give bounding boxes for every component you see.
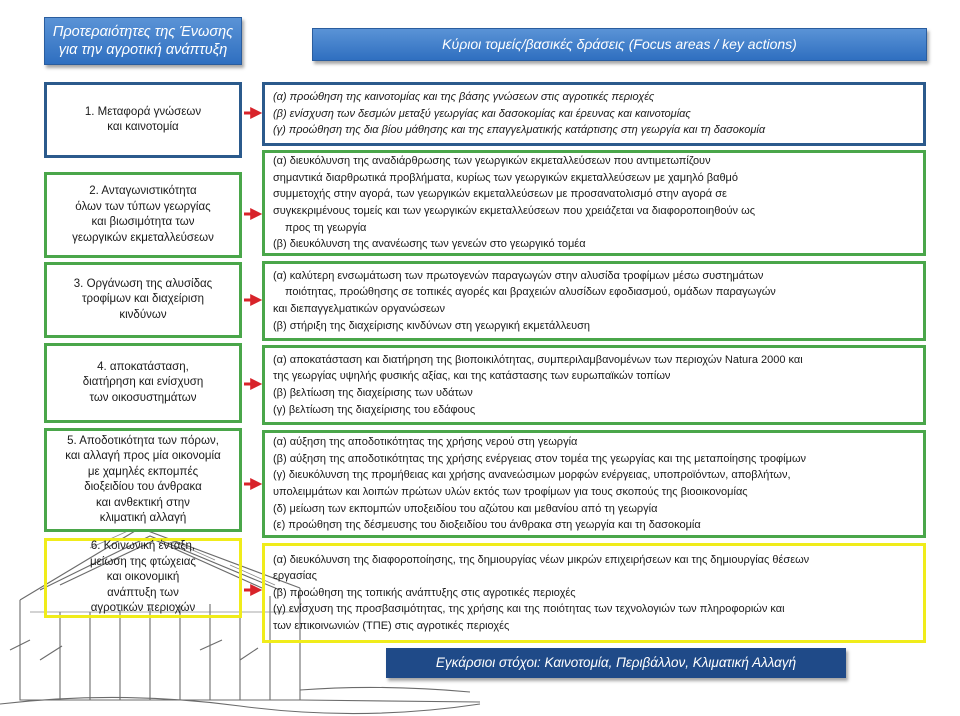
priority-6-line: ανάπτυξη των (90, 586, 196, 602)
priorities-header-line1: Προτεραιότητες της Ένωσης (45, 23, 241, 41)
focus-area-1-line: (β) ενίσχυση των δεσμών μεταξύ γεωργίας … (273, 106, 915, 123)
priority-4-line: διατήρηση και ενίσχυση (83, 375, 204, 391)
priority-4-line: 4. αποκατάσταση, (83, 360, 204, 376)
focus-area-3-line: (α) καλύτερη ενσωμάτωση των πρωτογενών π… (273, 268, 915, 285)
priority-5-line: κλιματική αλλαγή (65, 511, 221, 527)
focus-area-6-line: (γ) ενίσχυση της προσβασιμότητας, της χρ… (273, 601, 915, 618)
focus-areas-header-title: Κύριοι τομείς/βασικές δράσεις (Focus are… (442, 36, 797, 52)
priority-5-line: με χαμηλές εκπομπές (65, 465, 221, 481)
focus-area-6-line: εργασίας (273, 568, 915, 585)
focus-area-1-line: (γ) προώθηση της δια βίου μάθησης και τη… (273, 122, 915, 139)
focus-area-4-line: (α) αποκατάσταση και διατήρηση της βιοπο… (273, 352, 915, 369)
focus-area-4-line: της γεωργίας υψηλής φυσικής αξίας, και τ… (273, 368, 915, 385)
banner-text: Εγκάρσιοι στόχοι: Καινοτομία, Περιβάλλον… (436, 655, 796, 670)
focus-area-6-line: (β) προώθηση της τοπικής ανάπτυξης στις … (273, 585, 915, 602)
priority-3-line: τροφίμων και διαχείριση (74, 292, 212, 308)
priority-5-line: και ανθεκτική στην (65, 496, 221, 512)
focus-area-box-4: (α) αποκατάσταση και διατήρηση της βιοπο… (262, 345, 926, 425)
priority-2-line: όλων των τύπων γεωργίας (72, 200, 214, 216)
priority-box-2: 2. Ανταγωνιστικότητα όλων των τύπων γεωρ… (44, 172, 242, 258)
priorities-header-line2: για την αγροτική ανάπτυξη (45, 41, 241, 59)
cross-cutting-objectives-banner: Εγκάρσιοι στόχοι: Καινοτομία, Περιβάλλον… (386, 648, 846, 678)
focus-area-5-line: υπολειμμάτων και λοιπών πρώτων υλών εκτό… (273, 484, 915, 501)
priority-2-line: και βιωσιμότητα των (72, 215, 214, 231)
focus-area-4-line: (β) βελτίωση της διαχείρισης των υδάτων (273, 385, 915, 402)
focus-area-box-3: (α) καλύτερη ενσωμάτωση των πρωτογενών π… (262, 261, 926, 341)
focus-area-3-line: ποιότητας, προώθησης σε τοπικές αγορές κ… (273, 284, 915, 301)
focus-area-2-line: (β) διευκόλυνση της ανανέωσης των γενεών… (273, 236, 915, 253)
priority-6-line: και οικονομική (90, 570, 196, 586)
focus-area-6-line: των επικοινωνιών (ΤΠΕ) στις αγροτικές πε… (273, 618, 915, 635)
focus-area-2-line: συγκεκριμένους τομείς και των γεωργικών … (273, 203, 915, 220)
focus-areas-header: Κύριοι τομείς/βασικές δράσεις (Focus are… (312, 28, 927, 61)
focus-area-6-line: (α) διευκόλυνση της διαφοροποίησης, της … (273, 552, 915, 569)
priority-1-line: 1. Μεταφορά γνώσεων (85, 105, 201, 121)
focus-area-4-line: (γ) βελτίωση της διαχείρισης του εδάφους (273, 402, 915, 419)
focus-area-1-line: (α) προώθηση της καινοτομίας και της βάσ… (273, 89, 915, 106)
focus-area-2-line: (α) διευκόλυνση της αναδιάρθρωσης των γε… (273, 153, 915, 170)
priority-5-line: διοξειδίου του άνθρακα (65, 480, 221, 496)
focus-area-3-line: και διεπαγγελματικών οργανώσεων (273, 301, 915, 318)
focus-area-box-1: (α) προώθηση της καινοτομίας και της βάσ… (262, 82, 926, 146)
focus-area-5-line: (ε) προώθηση της δέσμευσης του διοξειδίο… (273, 517, 915, 534)
focus-area-2-line: συμμετοχής στην αγορά, των γεωργικών εκμ… (273, 186, 915, 203)
focus-area-5-line: (α) αύξηση της αποδοτικότητας της χρήσης… (273, 434, 915, 451)
focus-area-2-line: προς τη γεωργία (273, 220, 915, 237)
priority-3-line: κινδύνων (74, 308, 212, 324)
priority-6-line: αγροτικών περιοχών (90, 601, 196, 617)
priority-box-3: 3. Οργάνωση της αλυσίδας τροφίμων και δι… (44, 262, 242, 338)
focus-area-box-5: (α) αύξηση της αποδοτικότητας της χρήσης… (262, 430, 926, 538)
priority-box-5: 5. Αποδοτικότητα των πόρων, και αλλαγή π… (44, 428, 242, 532)
priority-5-line: και αλλαγή προς μία οικονομία (65, 449, 221, 465)
priority-5-line: 5. Αποδοτικότητα των πόρων, (65, 434, 221, 450)
focus-area-box-2: (α) διευκόλυνση της αναδιάρθρωσης των γε… (262, 150, 926, 256)
focus-area-3-line: (β) στήριξη της διαχείρισης κινδύνων στη… (273, 318, 915, 335)
priority-box-6: 6. Κοινωνική ένταξη, μείωση της φτώχειας… (44, 538, 242, 618)
priority-4-line: των οικοσυστημάτων (83, 391, 204, 407)
focus-area-5-line: (γ) διευκόλυνση της προμήθειας και χρήση… (273, 467, 915, 484)
focus-area-5-line: (β) αύξηση της αποδοτικότητας της χρήσης… (273, 451, 915, 468)
priorities-header: Προτεραιότητες της Ένωσης για την αγροτι… (44, 17, 242, 65)
priority-6-line: μείωση της φτώχειας (90, 555, 196, 571)
focus-area-2-line: σημαντικά διαρθρωτικά προβλήματα, κυρίως… (273, 170, 915, 187)
priority-2-line: 2. Ανταγωνιστικότητα (72, 184, 214, 200)
priority-box-4: 4. αποκατάσταση, διατήρηση και ενίσχυση … (44, 343, 242, 423)
priority-2-line: γεωργικών εκμεταλλεύσεων (72, 231, 214, 247)
priority-3-line: 3. Οργάνωση της αλυσίδας (74, 277, 212, 293)
focus-area-5-line: (δ) μείωση των εκπομπών υποξειδίου του α… (273, 501, 915, 518)
priority-6-line: 6. Κοινωνική ένταξη, (90, 539, 196, 555)
priority-1-line: και καινοτομία (85, 120, 201, 136)
priority-box-1: 1. Μεταφορά γνώσεων και καινοτομία (44, 82, 242, 158)
focus-area-box-6: (α) διευκόλυνση της διαφοροποίησης, της … (262, 543, 926, 643)
